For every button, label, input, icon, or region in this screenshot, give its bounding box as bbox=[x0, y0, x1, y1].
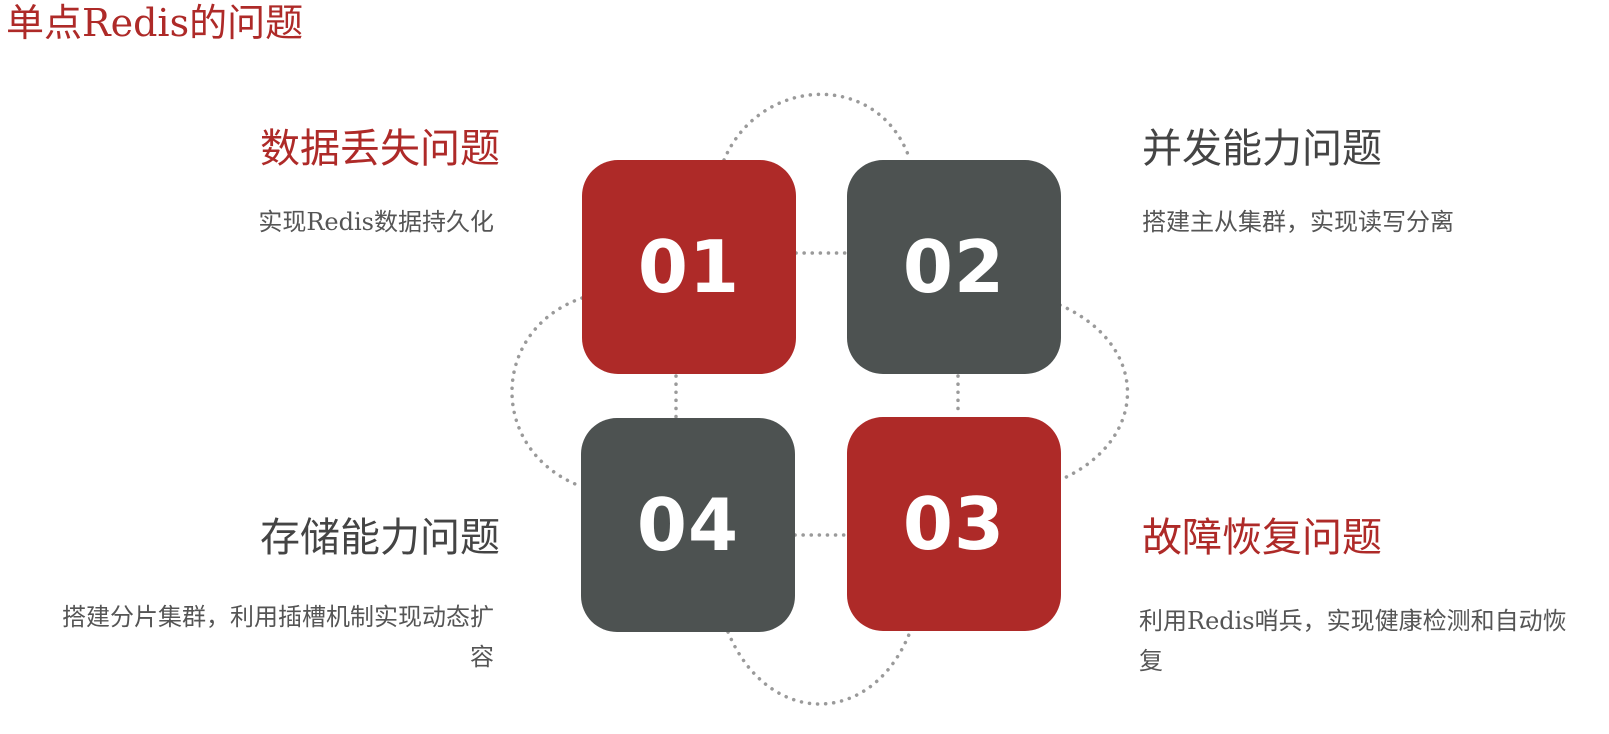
problem-heading-data-loss: 数据丢失问题 bbox=[260, 126, 500, 172]
problem-description-data-loss: 实现Redis数据持久化 bbox=[258, 208, 494, 236]
tile-03: 03 bbox=[847, 417, 1061, 631]
connector-right-loop bbox=[1058, 303, 1130, 482]
problem-heading-failover: 故障恢复问题 bbox=[1142, 515, 1382, 561]
tile-02: 02 bbox=[847, 160, 1061, 374]
tile-number: 01 bbox=[637, 225, 741, 309]
connector-bottom-loop bbox=[726, 630, 912, 706]
problem-heading-concurrency: 并发能力问题 bbox=[1142, 126, 1382, 172]
connector-top-loop bbox=[722, 92, 912, 162]
tile-number: 04 bbox=[636, 483, 740, 567]
problem-description-storage: 搭建分片集群，利用插槽机制实现动态扩容 bbox=[62, 603, 494, 671]
connector-left-loop bbox=[510, 296, 584, 488]
tile-01: 01 bbox=[582, 160, 796, 374]
problem-description-concurrency: 搭建主从集群，实现读写分离 bbox=[1142, 208, 1454, 236]
tile-number: 03 bbox=[902, 482, 1006, 566]
problem-description-failover: 利用Redis哨兵，实现健康检测和自动恢复 bbox=[1139, 607, 1567, 675]
page-title: 单点Redis的问题 bbox=[6, 1, 304, 45]
problem-heading-storage: 存储能力问题 bbox=[260, 515, 500, 561]
tile-04: 04 bbox=[581, 418, 795, 632]
tile-number: 02 bbox=[902, 225, 1006, 309]
